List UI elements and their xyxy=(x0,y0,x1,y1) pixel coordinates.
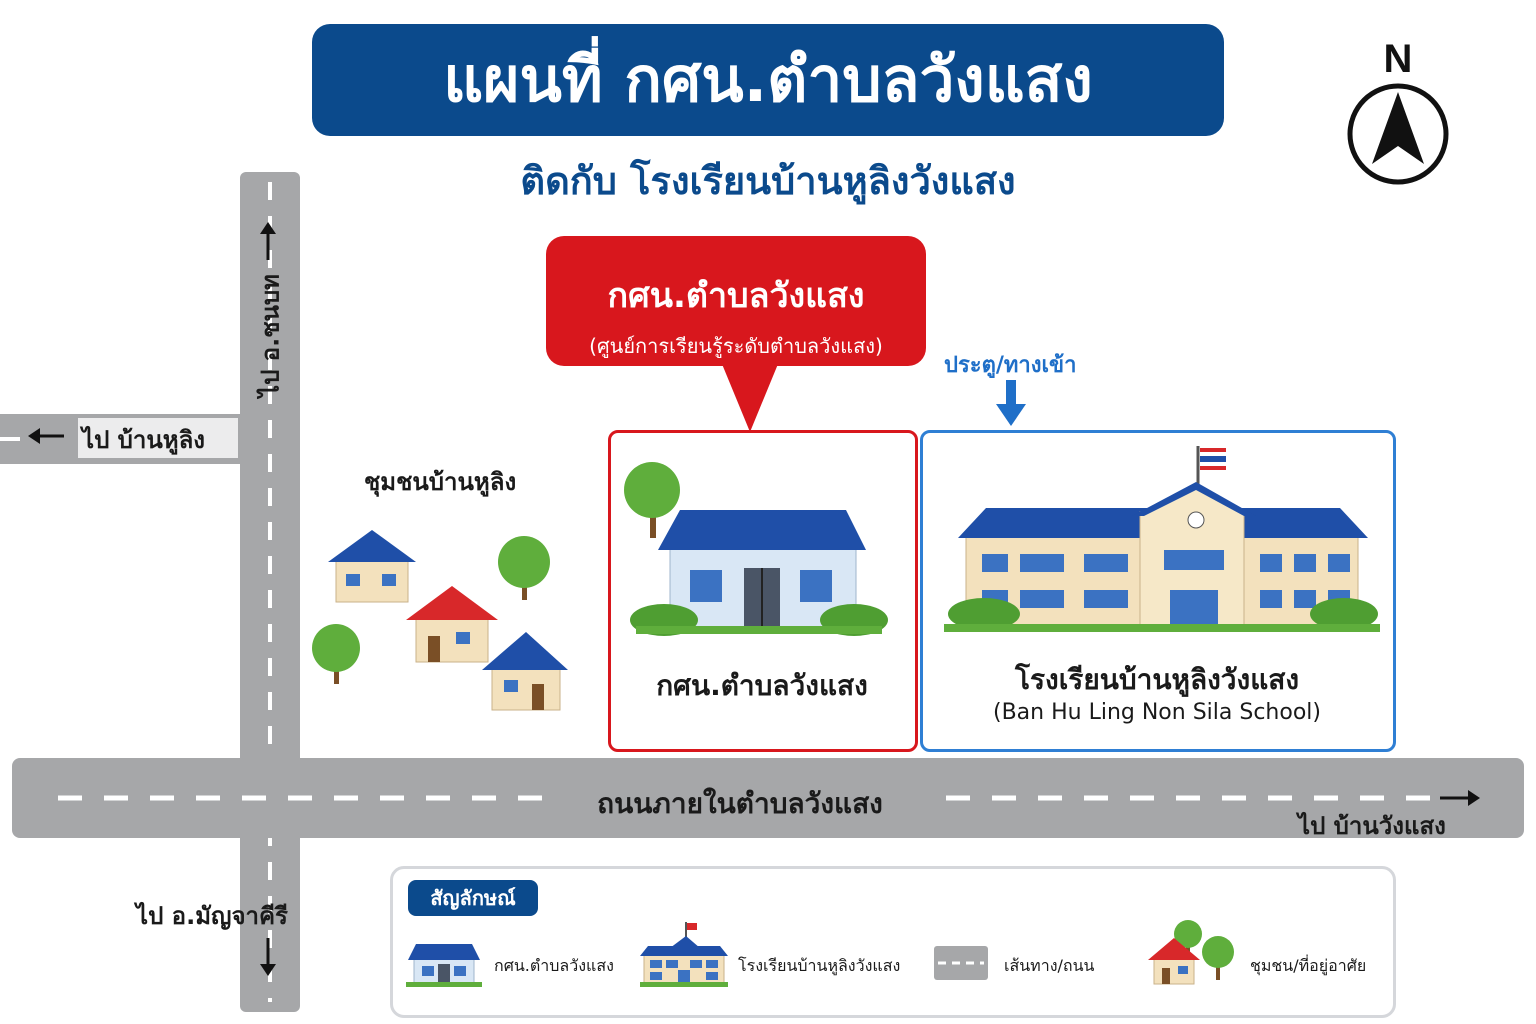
callout-title: กศน.ตำบลวังแสง xyxy=(607,276,865,316)
vertical-road-dashes xyxy=(268,182,272,1002)
arrow-right-icon xyxy=(1440,790,1480,806)
main-road-name: ถนนภายในตำบลวังแสง xyxy=(597,787,883,820)
west-road-dashes xyxy=(0,437,20,441)
community-icon xyxy=(1148,920,1234,985)
learning-center-callout: กศน.ตำบลวังแสง (ศูนย์การเรียนรู้ระดับตำบ… xyxy=(546,236,926,366)
road-icon xyxy=(934,946,988,980)
community-label: ชุมชนบ้านหูลิง xyxy=(364,468,517,496)
tree-icon xyxy=(498,536,550,600)
arrow-up-icon xyxy=(260,222,276,260)
house-icon xyxy=(406,586,498,663)
callout-subtitle: (ศูนย์การเรียนรู้ระดับตำบลวังแสง) xyxy=(589,334,883,358)
legend-item-road: เส้นทาง/ถนน xyxy=(1004,956,1095,975)
house-icon xyxy=(328,530,416,603)
tree-icon xyxy=(312,624,360,684)
legend-item-school: โรงเรียนบ้านหูลิงวังแสง xyxy=(738,956,901,975)
learning-center-icon xyxy=(406,944,482,987)
school-building-icon xyxy=(944,446,1380,632)
school-label: โรงเรียนบ้านหูลิงวังแสง xyxy=(1014,663,1300,696)
callout-pointer xyxy=(722,364,778,432)
map-subtitle: ติดกับ โรงเรียนบ้านหูลิงวังแสง xyxy=(520,159,1016,203)
legend-title: สัญลักษณ์ xyxy=(408,880,538,916)
learning-center-building-icon xyxy=(624,462,888,636)
map-title: แผนที่ กศน.ตำบลวังแสง xyxy=(312,24,1224,136)
north-compass-icon: N xyxy=(1347,37,1449,185)
north-label: N xyxy=(1384,37,1413,81)
learning-center-label: กศน.ตำบลวังแสง xyxy=(656,669,868,702)
arrow-down-icon xyxy=(260,938,276,976)
school-label-en: (Ban Hu Ling Non Sila School) xyxy=(993,700,1321,725)
south-direction-label: ไป อ.มัญจาคีรี xyxy=(136,902,288,930)
school-icon xyxy=(640,922,728,987)
legend-item-community: ชุมชน/ที่อยู่อาศัย xyxy=(1250,956,1367,975)
west-direction-label: ไป บ้านหูลิง xyxy=(82,426,206,454)
north-direction-label: ไป อ.ชนบท xyxy=(256,274,285,397)
house-icon xyxy=(482,632,568,711)
main-road-dashes xyxy=(58,795,1432,801)
community-houses xyxy=(312,530,568,711)
east-direction-label: ไป บ้านวังแสง xyxy=(1298,812,1446,840)
west-road-label-bg xyxy=(78,418,238,458)
arrow-left-icon xyxy=(28,428,64,444)
gate-label: ประตู/ทางเข้า xyxy=(944,353,1077,378)
tree-icon xyxy=(624,462,680,538)
legend xyxy=(390,866,1396,1018)
legend-item-learning-center: กศน.ตำบลวังแสง xyxy=(494,956,614,975)
